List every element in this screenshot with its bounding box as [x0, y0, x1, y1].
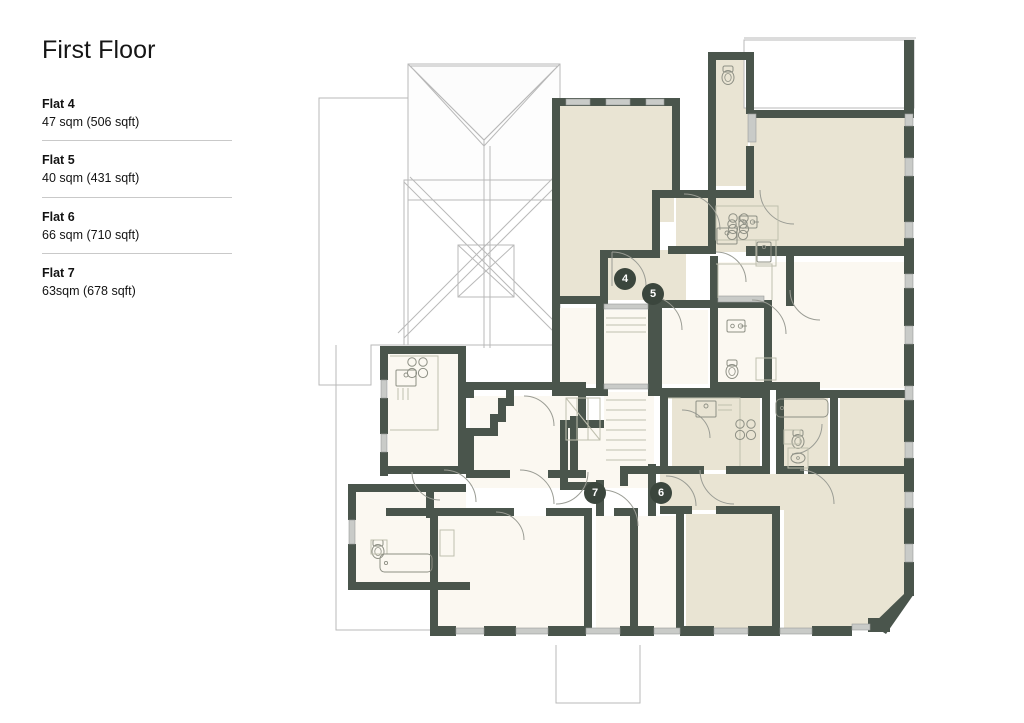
void-top-right: [744, 40, 914, 108]
room-flat7-kitchen: [388, 352, 466, 470]
bath-icon: [776, 399, 828, 417]
flat-name: Flat 6: [42, 208, 232, 226]
bath-icon: [380, 554, 432, 572]
roof-structure: [398, 64, 566, 348]
marker-label: 4: [622, 273, 629, 285]
fixtures: [371, 66, 828, 572]
flat-area: 47 sqm (506 sqft): [42, 113, 232, 131]
flat-markers: 4 5 6 7: [584, 268, 672, 504]
legend-item-flat-6: Flat 6 66 sqm (710 sqft): [42, 197, 232, 253]
room-flat6-bed2: [784, 474, 912, 630]
marker-4[interactable]: 4: [614, 268, 636, 290]
walls: [348, 40, 914, 636]
marker-5[interactable]: 5: [642, 283, 664, 305]
shower-icon: [757, 242, 771, 262]
window-wall-top: [552, 98, 680, 106]
room-fills: [352, 40, 914, 634]
flat-name: Flat 4: [42, 95, 232, 113]
stair-flight-secondary: [566, 398, 600, 440]
room-flat4-wc: [714, 58, 748, 186]
basin-icon: [791, 453, 805, 463]
marker-label: 5: [650, 288, 656, 300]
wc-icon: [372, 540, 384, 559]
room-flat4-bedroom: [756, 118, 912, 222]
legend-item-flat-4: Flat 4 47 sqm (506 sqft): [42, 95, 232, 140]
flat-area: 40 sqm (431 sqft): [42, 169, 232, 187]
legend-item-flat-7: Flat 7 63sqm (678 sqft): [42, 253, 232, 309]
room-flat7-bed2: [596, 516, 678, 634]
flat-name: Flat 7: [42, 264, 232, 282]
marker-label: 6: [658, 487, 664, 499]
hob-icon: [735, 420, 755, 440]
marker-label: 7: [592, 487, 598, 499]
room-flat4-living: [558, 104, 686, 300]
room-flat6-bed1: [686, 514, 772, 634]
legend-item-flat-5: Flat 5 40 sqm (431 sqft): [42, 140, 232, 196]
room-flat5-kitchen: [716, 262, 912, 388]
hob-icon: [728, 214, 748, 234]
room-flat7-bed1: [436, 516, 586, 634]
room-flat4-hall: [714, 196, 806, 252]
door-swings: [412, 190, 834, 540]
legend-panel: First Floor Flat 4 47 sqm (506 sqft) Fla…: [42, 36, 232, 309]
page-title: First Floor: [42, 36, 232, 65]
stairwell-lower: [604, 392, 654, 488]
sink-icon: [739, 216, 759, 228]
sink-icon: [727, 320, 747, 332]
site-outline-lines: [319, 38, 916, 703]
room-flat7-bath: [352, 490, 466, 588]
room-flat5-bath: [718, 310, 780, 386]
cooker-icon: [396, 370, 416, 386]
stairwell-upper: [604, 310, 654, 388]
flat-area: 66 sqm (710 sqft): [42, 226, 232, 244]
room-flat6-kitchen: [672, 396, 760, 470]
wc-icon: [792, 430, 804, 449]
cooker-icon: [696, 401, 716, 417]
marker-7[interactable]: 7: [584, 482, 606, 504]
flat-name: Flat 5: [42, 151, 232, 169]
marker-6[interactable]: 6: [650, 482, 672, 504]
hob-icon: [407, 358, 427, 378]
staircase: [566, 318, 646, 460]
flat-area: 63sqm (678 sqft): [42, 282, 232, 300]
wc-icon: [726, 360, 738, 379]
room-flat7-hall: [474, 396, 582, 488]
cooker-icon: [717, 228, 737, 244]
room-flat6-bath: [778, 396, 828, 470]
room-flat6-hall: [660, 474, 836, 510]
wc-icon: [722, 66, 734, 85]
windows: [349, 99, 913, 634]
hob-icon: [727, 220, 747, 240]
